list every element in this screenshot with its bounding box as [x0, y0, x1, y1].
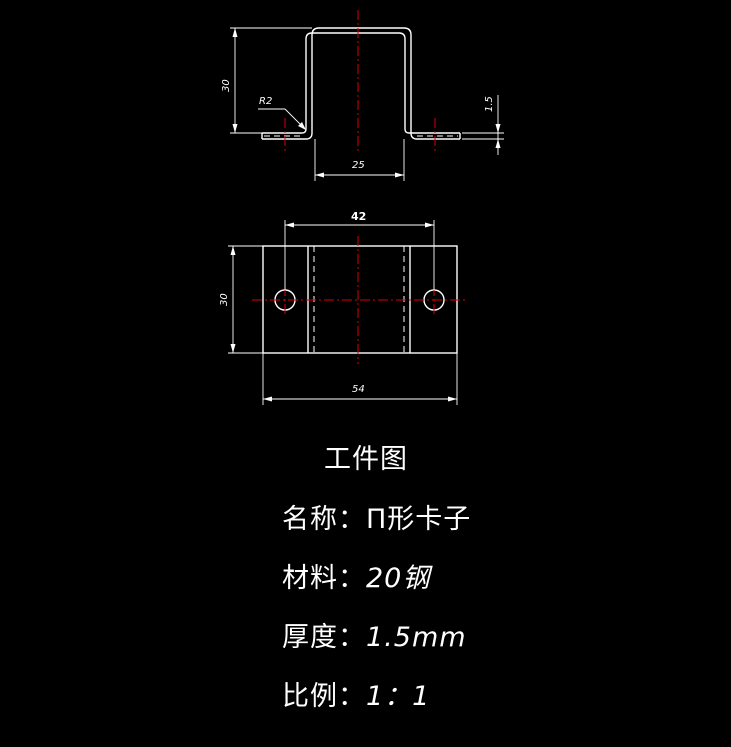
dim-arrow [230, 246, 236, 255]
dim-arrow [315, 172, 324, 178]
drawing-title-text: 工件图 [324, 444, 408, 475]
dim-radius: R2 [259, 96, 272, 107]
note-material-value: 20钢 [366, 563, 431, 594]
note-name: 名称：Π形卡子 [282, 497, 471, 536]
dim-arrow [232, 124, 238, 133]
dim-arrow [232, 28, 238, 37]
dim-arrow [395, 172, 404, 178]
note-scale-value: 1：1 [366, 681, 431, 712]
note-thickness-label: 厚度： [282, 622, 366, 653]
top-view: 30 R2 1.5 25 [221, 10, 504, 181]
dim-arrow [263, 396, 272, 402]
dim-front-height: 30 [219, 293, 230, 306]
dim-total-width: 54 [352, 384, 365, 395]
note-scale: 比例：1：1 [282, 674, 430, 713]
note-material-label: 材料： [282, 563, 366, 594]
dim-arrow [495, 124, 501, 133]
note-scale-label: 比例： [282, 681, 366, 712]
technical-drawing: 30 R2 1.5 25 [219, 10, 504, 405]
note-name-label: 名称： [282, 504, 366, 535]
note-thickness: 厚度：1.5mm [282, 615, 467, 654]
note-thickness-value: 1.5mm [366, 622, 467, 653]
drawing-title: 工件图 [324, 437, 408, 476]
dim-arrow [285, 222, 294, 228]
dim-flange-thickness: 1.5 [484, 96, 495, 112]
front-view: 42 30 54 [219, 210, 466, 405]
dim-arrow [495, 139, 501, 148]
u-profile-inner [262, 32, 460, 134]
note-material: 材料：20钢 [282, 556, 430, 595]
dim-arrow [425, 222, 434, 228]
dim-arrow [448, 396, 457, 402]
dim-arrow [230, 344, 236, 353]
radius-arrow [298, 122, 306, 130]
dim-inner-width: 25 [352, 160, 365, 171]
note-name-value: Π形卡子 [366, 504, 472, 535]
dim-hole-spacing: 42 [351, 210, 366, 223]
u-profile-outer [262, 27, 460, 140]
dim-top-height: 30 [221, 79, 232, 92]
